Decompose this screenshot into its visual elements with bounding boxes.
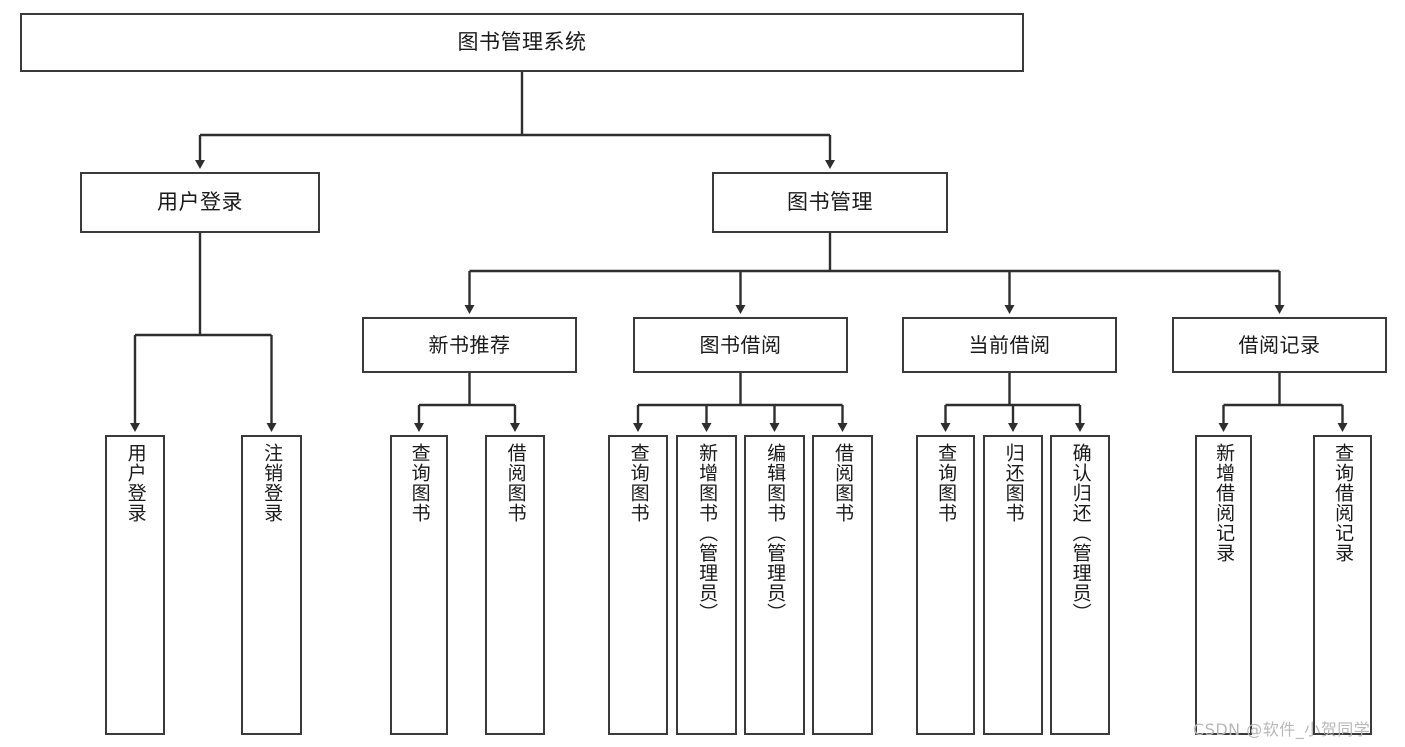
- node-leaf-add-book[interactable]: 新增图书（管理员）: [676, 435, 737, 735]
- node-leaf-add-book-label: 新增图书（管理员）: [696, 443, 719, 623]
- node-leaf-query-book-2[interactable]: 查询图书: [608, 435, 668, 735]
- node-new-book-recommend[interactable]: 新书推荐: [362, 317, 577, 373]
- node-leaf-query-book-1[interactable]: 查询图书: [390, 435, 448, 735]
- node-current-borrow[interactable]: 当前借阅: [902, 317, 1117, 373]
- node-leaf-add-borrow-record[interactable]: 新增借阅记录: [1195, 435, 1252, 735]
- node-leaf-query-borrow-record-label: 查询借阅记录: [1332, 443, 1355, 563]
- node-new-book-recommend-label: 新书推荐: [428, 332, 511, 357]
- node-borrow-record-label: 借阅记录: [1238, 332, 1321, 357]
- node-current-borrow-label: 当前借阅: [968, 332, 1051, 357]
- node-leaf-query-borrow-record[interactable]: 查询借阅记录: [1313, 435, 1372, 735]
- node-leaf-borrow-book-1[interactable]: 借阅图书: [485, 435, 545, 735]
- node-root[interactable]: 图书管理系统: [20, 13, 1024, 72]
- node-leaf-query-book-3[interactable]: 查询图书: [916, 435, 975, 735]
- node-leaf-confirm-return[interactable]: 确认归还（管理员）: [1050, 435, 1110, 735]
- node-user-login-label: 用户登录: [157, 190, 243, 215]
- node-root-label: 图书管理系统: [457, 30, 587, 55]
- node-leaf-return-book-label: 归还图书: [1002, 443, 1025, 523]
- node-leaf-query-book-3-label: 查询图书: [935, 443, 958, 523]
- node-leaf-edit-book[interactable]: 编辑图书（管理员）: [744, 435, 805, 735]
- node-book-borrow-label: 图书借阅: [699, 332, 782, 357]
- node-book-borrow[interactable]: 图书借阅: [633, 317, 848, 373]
- node-leaf-edit-book-label: 编辑图书（管理员）: [764, 443, 787, 623]
- node-leaf-borrow-book-1-label: 借阅图书: [504, 443, 527, 523]
- node-leaf-borrow-book-2[interactable]: 借阅图书: [812, 435, 873, 735]
- node-leaf-confirm-return-label: 确认归还（管理员）: [1069, 443, 1092, 623]
- node-leaf-user-login[interactable]: 用户登录: [105, 435, 165, 735]
- node-leaf-add-borrow-record-label: 新增借阅记录: [1213, 443, 1236, 563]
- node-user-login[interactable]: 用户登录: [80, 172, 320, 233]
- node-leaf-return-book[interactable]: 归还图书: [983, 435, 1043, 735]
- node-book-manage-label: 图书管理: [787, 190, 873, 215]
- watermark: CSDN @软件_小贺同学: [1193, 720, 1371, 739]
- node-book-manage[interactable]: 图书管理: [712, 172, 948, 233]
- node-leaf-logout-login[interactable]: 注销登录: [241, 435, 302, 735]
- node-borrow-record[interactable]: 借阅记录: [1172, 317, 1387, 373]
- node-leaf-query-book-2-label: 查询图书: [627, 443, 650, 523]
- node-leaf-borrow-book-2-label: 借阅图书: [832, 443, 855, 523]
- node-leaf-logout-login-label: 注销登录: [261, 443, 284, 523]
- node-leaf-query-book-1-label: 查询图书: [408, 443, 431, 523]
- node-leaf-user-login-label: 用户登录: [124, 443, 147, 523]
